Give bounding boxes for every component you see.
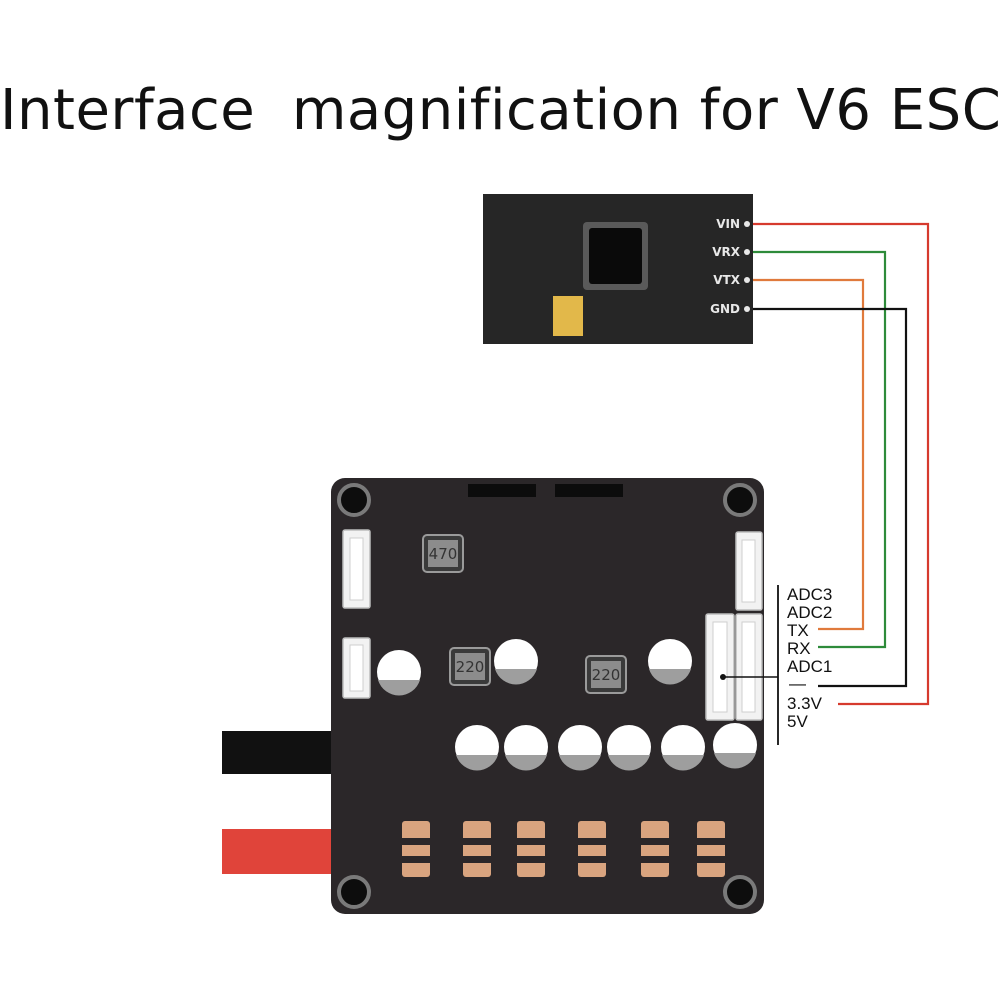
capacitor bbox=[648, 639, 692, 685]
copper-pad bbox=[641, 821, 669, 877]
pin-dot-gnd bbox=[744, 306, 750, 312]
esc-board: 470 220 220 bbox=[331, 478, 764, 914]
mounting-hole-tl bbox=[337, 483, 371, 517]
top-connector-1 bbox=[468, 484, 536, 497]
connector-label-adc3: ADC3 bbox=[787, 585, 832, 604]
top-connector-2 bbox=[555, 484, 623, 497]
black-power-wire bbox=[222, 731, 347, 774]
copper-pad bbox=[402, 821, 430, 877]
capacitor bbox=[494, 639, 538, 685]
module-gold-pad bbox=[553, 296, 583, 336]
jst-connectors bbox=[342, 529, 763, 721]
capacitor bbox=[558, 725, 602, 771]
connector-label-rx: RX bbox=[787, 639, 811, 658]
pin-label-vrx: VRX bbox=[712, 245, 741, 259]
mounting-hole-bl bbox=[337, 875, 371, 909]
capacitor bbox=[661, 725, 705, 771]
mounting-hole-tr bbox=[723, 483, 757, 517]
wire-vtx-to-tx bbox=[752, 278, 865, 631]
capacitors bbox=[377, 639, 757, 771]
wires bbox=[752, 222, 930, 706]
wire-vin-to-5v bbox=[752, 222, 930, 706]
pin-label-gnd: GND bbox=[710, 302, 740, 316]
pin-label-vtx: VTX bbox=[713, 273, 740, 287]
inductor-220-left: 220 bbox=[449, 647, 491, 686]
connector-label-tx: TX bbox=[787, 621, 809, 640]
wire-gnd-to-gnd bbox=[752, 307, 908, 688]
copper-pad bbox=[697, 821, 725, 877]
copper-pad bbox=[578, 821, 606, 877]
pin-dot-vtx bbox=[744, 277, 750, 283]
connector-label-adc2: ADC2 bbox=[787, 603, 832, 622]
inductor-label-220-left: 220 bbox=[456, 658, 485, 676]
capacitor bbox=[455, 725, 499, 771]
capacitor bbox=[504, 725, 548, 771]
copper-pads bbox=[402, 821, 725, 877]
jst-connector-left-bottom bbox=[342, 637, 371, 699]
jst-connector-left-top bbox=[342, 529, 371, 609]
jst-connector-right-mid-b bbox=[735, 613, 763, 721]
connector-label-gnd: — bbox=[789, 674, 806, 693]
connector-callout bbox=[720, 585, 779, 745]
inductor-label-220-right: 220 bbox=[592, 666, 621, 684]
module-chip bbox=[589, 228, 642, 284]
connector-label-adc1: ADC1 bbox=[787, 657, 832, 676]
connector-label-5v: 5V bbox=[787, 712, 808, 731]
pin-label-vin: VIN bbox=[716, 217, 740, 231]
esc-pcb bbox=[331, 478, 764, 914]
callout-dot bbox=[720, 674, 726, 680]
inductor-470: 470 bbox=[422, 534, 464, 573]
copper-pad bbox=[517, 821, 545, 877]
pin-dot-vrx bbox=[744, 249, 750, 255]
capacitor bbox=[607, 725, 651, 771]
mounting-hole-br bbox=[723, 875, 757, 909]
inductor-label-470: 470 bbox=[429, 545, 458, 563]
connector-label-3v3: 3.3V bbox=[787, 694, 823, 713]
wire-vrx-to-rx bbox=[752, 250, 887, 649]
capacitor bbox=[713, 723, 757, 769]
jst-connector-right-mid-a bbox=[705, 613, 735, 721]
capacitor bbox=[377, 650, 421, 696]
jst-connector-right-top bbox=[735, 531, 763, 611]
connector-labels: ADC3 ADC2 TX RX ADC1 — 3.3V 5V bbox=[787, 585, 832, 731]
copper-pad bbox=[463, 821, 491, 877]
page-title: Interface magnification for V6 ESC bbox=[0, 78, 1001, 143]
inductor-220-right: 220 bbox=[585, 655, 627, 694]
pin-dot-vin bbox=[744, 221, 750, 227]
module-board: VIN VRX VTX GND bbox=[483, 194, 753, 344]
